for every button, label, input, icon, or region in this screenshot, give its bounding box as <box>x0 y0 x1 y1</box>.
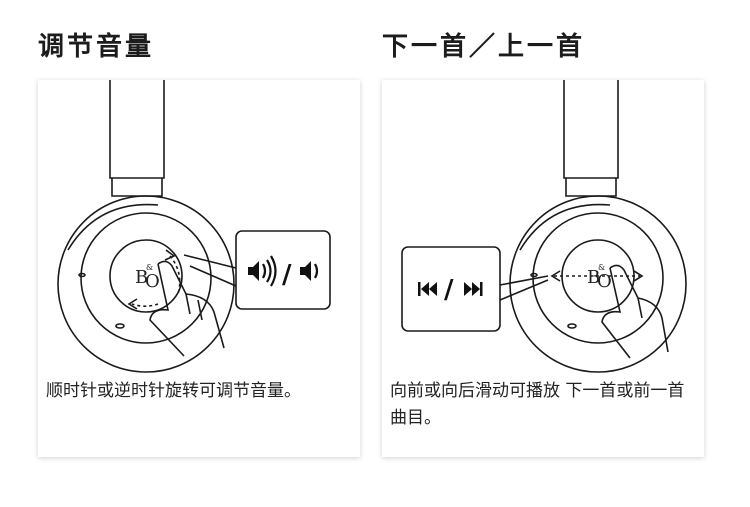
callout-slash: / <box>444 275 454 305</box>
track-card: B & O / 向前或向后滑动可播放 下一首或前一首曲目。 <box>382 80 704 457</box>
volume-section-title: 调节音量 <box>38 32 155 62</box>
callout-slash: / <box>282 260 292 290</box>
volume-up-icon <box>248 255 277 287</box>
volume-card: B & O / 顺时针或逆时针旋转可调节音量。 <box>38 80 360 457</box>
next-track-icon <box>464 282 483 296</box>
track-section-title: 下一首／上一首 <box>382 32 586 62</box>
headphone-volume-illustration: B & O / <box>57 80 331 373</box>
previous-track-icon <box>418 282 437 296</box>
logo-b: B <box>587 267 600 288</box>
logo-ampersand: & <box>146 263 153 272</box>
track-caption: 向前或向后滑动可播放 下一首或前一首曲目。 <box>390 381 685 428</box>
logo-b: B <box>135 267 148 288</box>
logo-o: O <box>597 271 612 292</box>
headphone-swipe-illustration: B & O / <box>401 80 687 373</box>
volume-caption: 顺时针或逆时针旋转可调节音量。 <box>46 381 301 401</box>
volume-down-icon <box>300 261 319 281</box>
logo-o: O <box>145 271 160 292</box>
logo-ampersand: & <box>598 263 605 272</box>
